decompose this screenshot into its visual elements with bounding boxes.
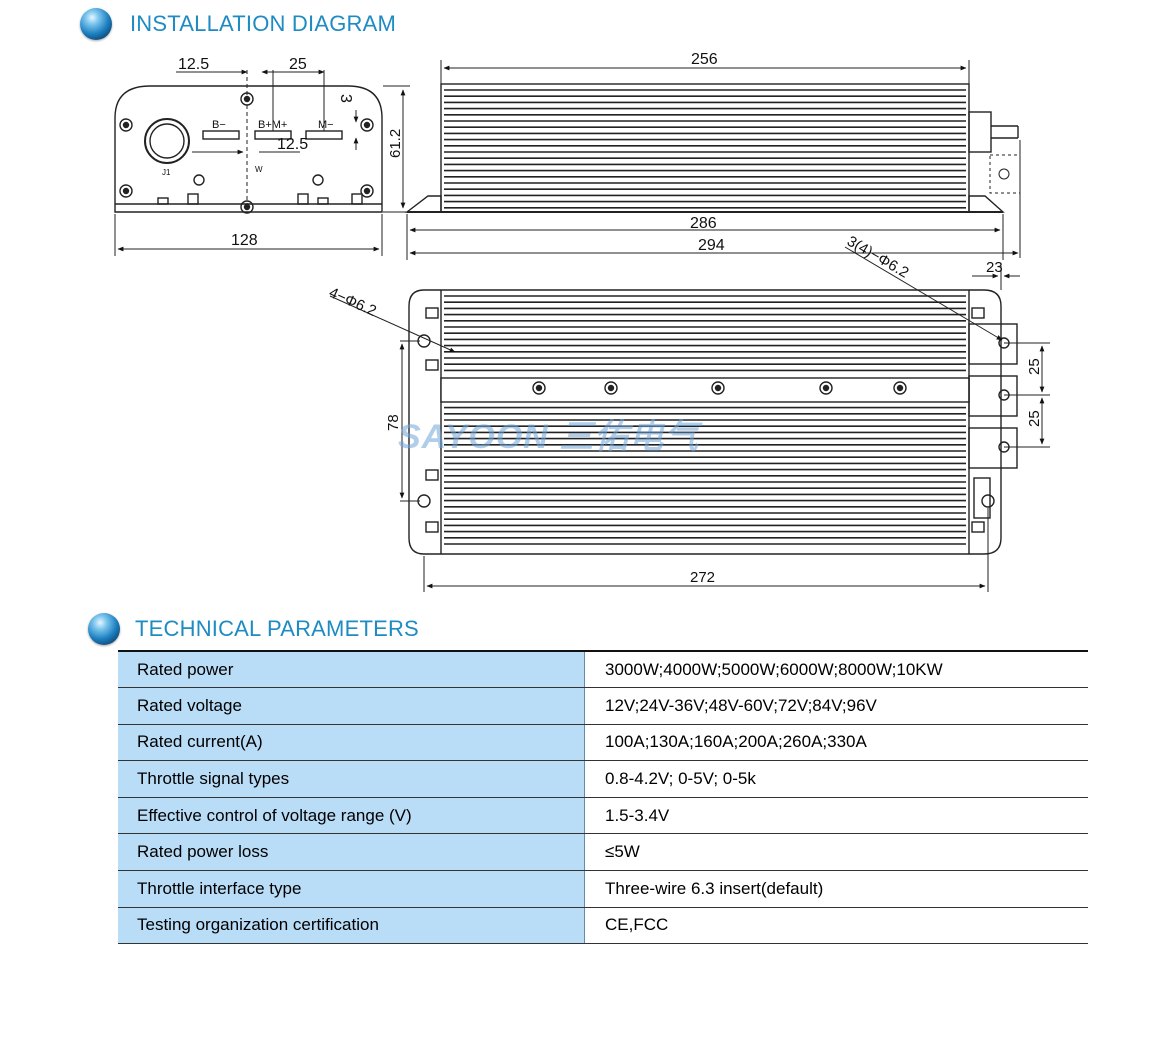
param-value: 1.5-3.4V bbox=[584, 797, 1088, 835]
dim-25-top: 25 bbox=[289, 56, 307, 73]
parameters-table: Rated power 3000W;4000W;5000W;6000W;8000… bbox=[118, 650, 1088, 945]
param-label: Rated power bbox=[118, 650, 585, 689]
dim-128: 128 bbox=[231, 232, 258, 249]
dim-61-2: 61.2 bbox=[387, 129, 404, 158]
dim-25-b: 25 bbox=[1026, 410, 1043, 427]
installation-title: INSTALLATION DIAGRAM bbox=[130, 11, 397, 36]
dim-286: 286 bbox=[690, 215, 717, 232]
dim-23: 23 bbox=[986, 259, 1003, 276]
param-value: CE,FCC bbox=[584, 907, 1088, 945]
side-view bbox=[404, 60, 1021, 260]
param-label: Throttle signal types bbox=[118, 760, 585, 798]
technical-heading: TECHNICAL PARAMETERS bbox=[88, 613, 419, 645]
front-view bbox=[114, 69, 410, 256]
top-center-screws bbox=[532, 381, 907, 395]
dim-3: 3 bbox=[337, 94, 354, 103]
globe-bullet-icon bbox=[80, 8, 112, 40]
param-value: 3000W;4000W;5000W;6000W;8000W;10KW bbox=[584, 650, 1088, 689]
connector-j1: J1 bbox=[162, 168, 171, 177]
hole-callout-right: 3(4)−Φ6.2 bbox=[844, 233, 912, 282]
param-value: 100A;130A;160A;200A;260A;330A bbox=[584, 724, 1088, 762]
table-row: Rated current(A) 100A;130A;160A;200A;260… bbox=[118, 724, 1088, 762]
param-label: Effective control of voltage range (V) bbox=[118, 797, 585, 835]
table-row: Throttle signal types 0.8-4.2V; 0-5V; 0-… bbox=[118, 760, 1088, 798]
dim-256: 256 bbox=[691, 51, 718, 68]
table-row: Rated power loss ≤5W bbox=[118, 833, 1088, 872]
hole-callout-left: 4−Φ6.2 bbox=[326, 284, 379, 320]
param-label: Throttle interface type bbox=[118, 870, 585, 908]
param-label: Rated current(A) bbox=[118, 724, 585, 762]
dim-12-5-top: 12.5 bbox=[178, 56, 209, 73]
param-label: Rated voltage bbox=[118, 687, 585, 725]
table-row: Effective control of voltage range (V) 1… bbox=[118, 797, 1088, 835]
table-row: Rated power 3000W;4000W;5000W;6000W;8000… bbox=[118, 650, 1088, 689]
terminal-m-minus: M− bbox=[318, 119, 334, 131]
side-fins bbox=[444, 89, 966, 209]
param-label: Testing organization certification bbox=[118, 907, 585, 945]
technical-title: TECHNICAL PARAMETERS bbox=[135, 616, 419, 641]
param-value: Three-wire 6.3 insert(default) bbox=[584, 870, 1088, 908]
table-row: Throttle interface type Three-wire 6.3 i… bbox=[118, 870, 1088, 908]
dim-12-5-mid: 12.5 bbox=[277, 136, 308, 153]
globe-bullet-icon bbox=[88, 613, 120, 645]
terminal-b-plus-m-plus: B+M+ bbox=[258, 119, 287, 131]
dim-294: 294 bbox=[698, 237, 725, 254]
param-value: 12V;24V-36V;48V-60V;72V;84V;96V bbox=[584, 687, 1088, 725]
param-label: Rated power loss bbox=[118, 833, 585, 872]
installation-heading: INSTALLATION DIAGRAM bbox=[80, 8, 396, 40]
top-fins bbox=[444, 295, 966, 545]
param-value: ≤5W bbox=[584, 833, 1088, 872]
w-label: W bbox=[255, 165, 263, 174]
table-row: Rated voltage 12V;24V-36V;48V-60V;72V;84… bbox=[118, 687, 1088, 725]
dim-25-a: 25 bbox=[1026, 358, 1043, 375]
top-view bbox=[329, 246, 1050, 592]
dim-272: 272 bbox=[690, 569, 715, 586]
table-row: Testing organization certification CE,FC… bbox=[118, 907, 1088, 945]
terminal-b-minus: B− bbox=[212, 119, 226, 131]
brand-watermark: SAYOON 三佑电气 bbox=[398, 418, 703, 456]
installation-diagram: 12.5 25 3 12.5 61.2 128 B− B+M+ M− J1 W bbox=[114, 51, 1050, 592]
dim-78: 78 bbox=[385, 414, 402, 431]
param-value: 0.8-4.2V; 0-5V; 0-5k bbox=[584, 760, 1088, 798]
